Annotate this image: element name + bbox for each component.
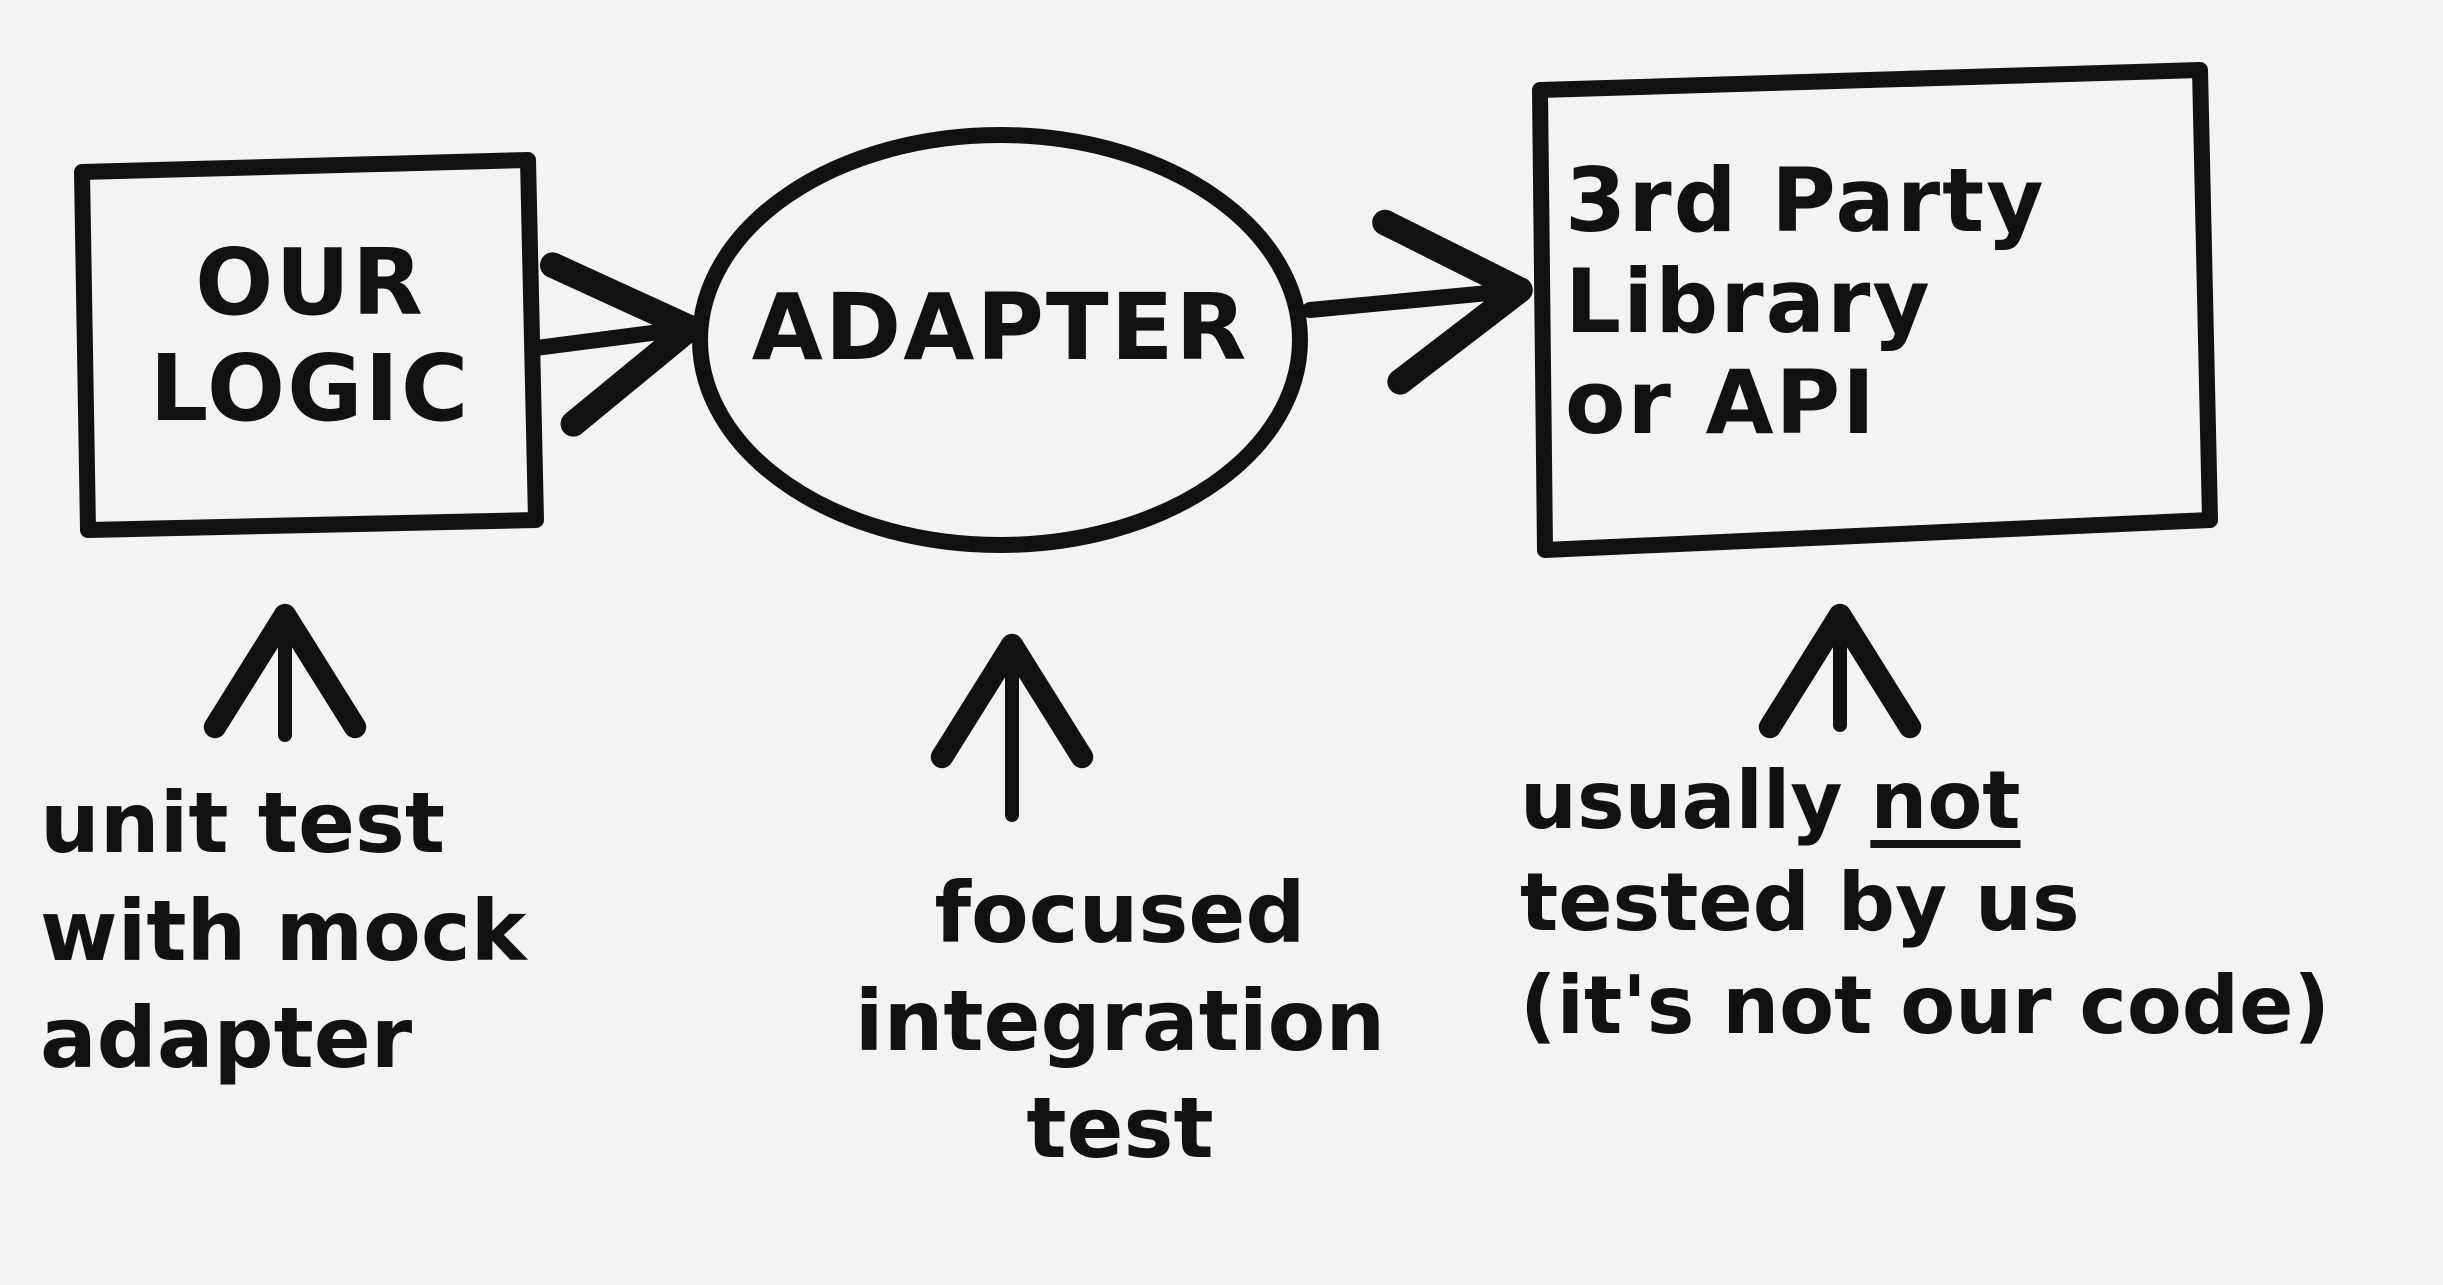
third-party-label: 3rd Party Library or API bbox=[1565, 150, 2185, 454]
unit-test-note-line-2: with mock bbox=[40, 881, 527, 980]
unit-test-note-line-3: adapter bbox=[40, 989, 413, 1088]
unit-test-note: unit test with mock adapter bbox=[40, 770, 600, 1093]
library-note-emphasis: not bbox=[1870, 754, 2021, 847]
library-note: usually not tested by us (it's not our c… bbox=[1520, 750, 2380, 1057]
adapter-label: ADAPTER bbox=[751, 274, 1249, 381]
our-logic-box bbox=[74, 152, 544, 538]
adapter-to-library-arrow bbox=[1302, 209, 1533, 395]
our-logic-line-1: OUR bbox=[195, 229, 425, 336]
integration-test-note: focused integration test bbox=[760, 860, 1480, 1183]
library-note-line-2: tested by us bbox=[1520, 856, 2080, 950]
our-logic-label: OUR LOGIC bbox=[100, 230, 520, 442]
library-note-line-1: usually not bbox=[1520, 750, 2380, 852]
third-party-line-2: Library bbox=[1565, 250, 1932, 354]
logic-to-adapter-arrow bbox=[528, 252, 703, 437]
third-party-line-1: 3rd Party bbox=[1565, 149, 2046, 252]
library-note-prefix: usually bbox=[1520, 754, 1871, 847]
library-note-line-3: (it's not our code) bbox=[1520, 958, 2330, 1052]
unit-test-note-line-1: unit test bbox=[40, 774, 446, 872]
third-party-box bbox=[1532, 62, 2218, 558]
our-logic-line-2: LOGIC bbox=[149, 334, 471, 442]
integration-test-note-line-1: focused bbox=[934, 864, 1306, 962]
integration-test-note-line-2: integration bbox=[854, 971, 1386, 1070]
integration-test-note-line-3: test bbox=[1026, 1079, 1214, 1178]
third-party-line-3: or API bbox=[1565, 351, 1877, 455]
